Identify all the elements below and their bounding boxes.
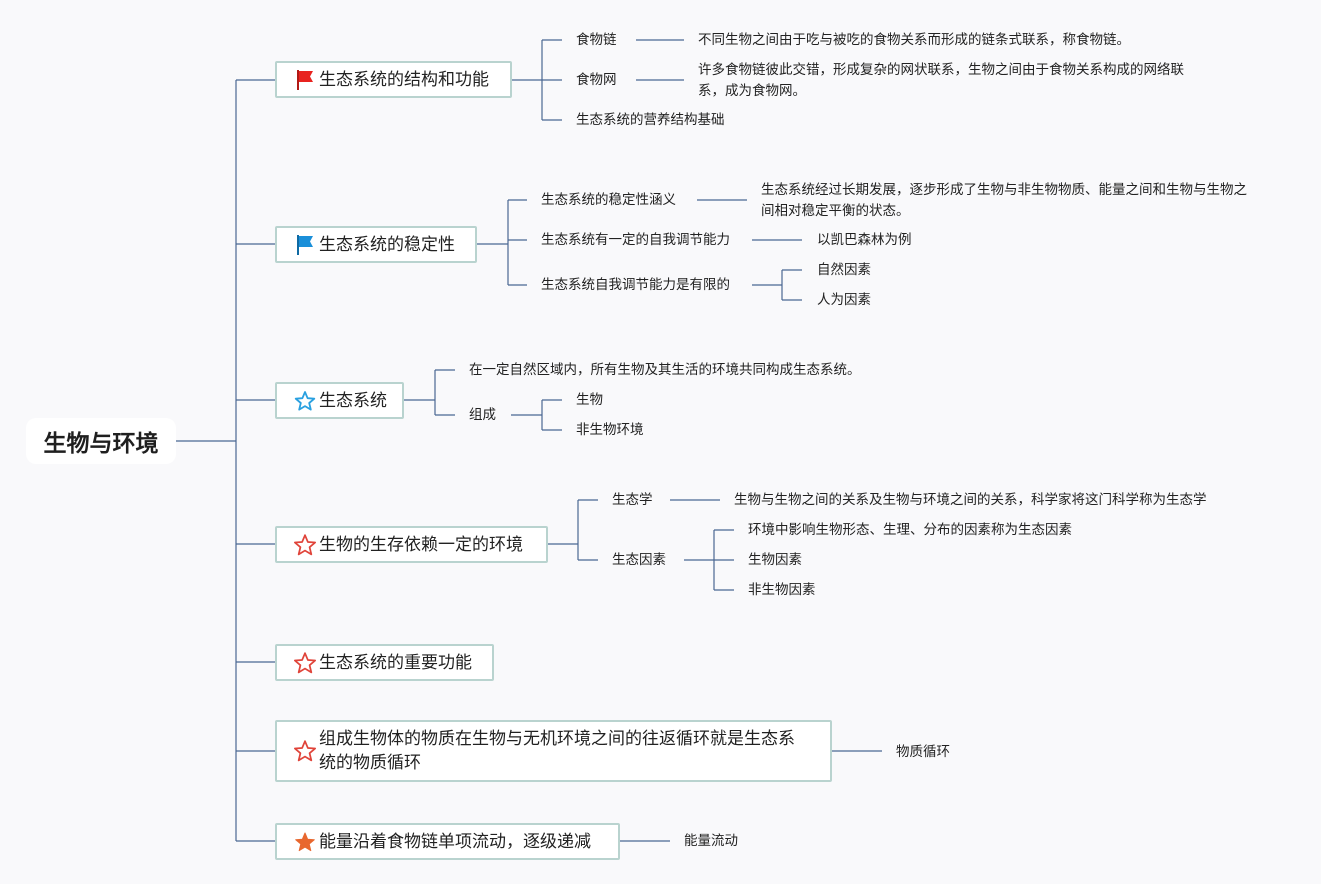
item-abiotic-factors[interactable]: 非生物因素 xyxy=(748,582,816,598)
detail-ecology[interactable]: 生物与生物之间的关系及生物与环境之间的关系，科学家将这门科学称为生态学 xyxy=(734,492,1207,508)
subtopic-regulation-limited[interactable]: 生态系统自我调节能力是有限的 xyxy=(541,277,730,293)
item-human-factors[interactable]: 人为因素 xyxy=(817,292,871,308)
root-topic[interactable]: 生物与环境 xyxy=(26,418,176,464)
subtopic-energy-flow[interactable]: 能量流动 xyxy=(684,833,738,849)
detail-kaibab-forest[interactable]: 以凯巴森林为例 xyxy=(817,232,912,248)
topic-label: 生态系统的结构和功能 xyxy=(319,69,489,90)
item-organisms[interactable]: 生物 xyxy=(576,392,603,408)
subtopic-ecological-factors[interactable]: 生态因素 xyxy=(612,552,666,568)
topic-label: 组成生物体的物质在生物与无机环境之间的往返循环就是生态系统的物质循环 xyxy=(319,729,795,773)
red-star-outline-icon xyxy=(293,533,317,557)
detail-stability-meaning[interactable]: 生态系统经过长期发展，逐步形成了生物与非生物物质、能量之间和生物与生物之间相对稳… xyxy=(761,182,1247,219)
topic-ecosystem[interactable]: 生态系统 xyxy=(275,382,404,419)
topic-label: 能量沿着食物链单项流动，逐级递减 xyxy=(319,831,591,852)
topic-label: 生物的生存依赖一定的环境 xyxy=(319,534,523,555)
topic-survival-environment[interactable]: 生物的生存依赖一定的环境 xyxy=(275,526,548,563)
red-star-outline-icon xyxy=(293,739,317,763)
subtopic-ecology[interactable]: 生态学 xyxy=(612,492,653,508)
topic-energy-flow[interactable]: 能量沿着食物链单项流动，逐级递减 xyxy=(275,823,620,860)
topic-stability[interactable]: 生态系统的稳定性 xyxy=(275,226,477,263)
subtopic-food-chain[interactable]: 食物链 xyxy=(576,32,617,48)
red-star-outline-icon xyxy=(293,651,317,675)
orange-star-filled-icon xyxy=(293,830,317,854)
subtopic-food-web[interactable]: 食物网 xyxy=(576,72,617,88)
topic-label: 生态系统的稳定性 xyxy=(319,234,455,255)
topic-important-functions[interactable]: 生态系统的重要功能 xyxy=(275,644,494,681)
subtopic-self-regulation[interactable]: 生态系统有一定的自我调节能力 xyxy=(541,232,730,248)
subtopic-material-cycle[interactable]: 物质循环 xyxy=(896,744,950,760)
item-ecological-factor-definition[interactable]: 环境中影响生物形态、生理、分布的因素称为生态因素 xyxy=(748,522,1072,538)
item-natural-factors[interactable]: 自然因素 xyxy=(817,262,871,278)
subtopic-stability-meaning[interactable]: 生态系统的稳定性涵义 xyxy=(541,192,676,208)
subtopic-trophic-basis[interactable]: 生态系统的营养结构基础 xyxy=(576,112,725,128)
red-flag-icon xyxy=(293,68,317,92)
topic-label: 生态系统的重要功能 xyxy=(319,652,472,673)
item-abiotic-environment[interactable]: 非生物环境 xyxy=(576,422,644,438)
detail-food-web[interactable]: 许多食物链彼此交错，形成复杂的网状联系，生物之间由于食物关系构成的网络联系，成为… xyxy=(698,62,1184,99)
blue-star-outline-icon xyxy=(293,389,317,413)
topic-material-cycle[interactable]: 组成生物体的物质在生物与无机环境之间的往返循环就是生态系统的物质循环 xyxy=(275,720,832,782)
topic-label: 生态系统 xyxy=(319,390,387,411)
subtopic-ecosystem-definition[interactable]: 在一定自然区域内，所有生物及其生活的环境共同构成生态系统。 xyxy=(469,362,861,378)
item-biotic-factors[interactable]: 生物因素 xyxy=(748,552,802,568)
blue-flag-icon xyxy=(293,233,317,257)
subtopic-composition[interactable]: 组成 xyxy=(469,407,496,423)
topic-structure-function[interactable]: 生态系统的结构和功能 xyxy=(275,61,512,98)
detail-food-chain[interactable]: 不同生物之间由于吃与被吃的食物关系而形成的链条式联系，称食物链。 xyxy=(698,32,1130,48)
